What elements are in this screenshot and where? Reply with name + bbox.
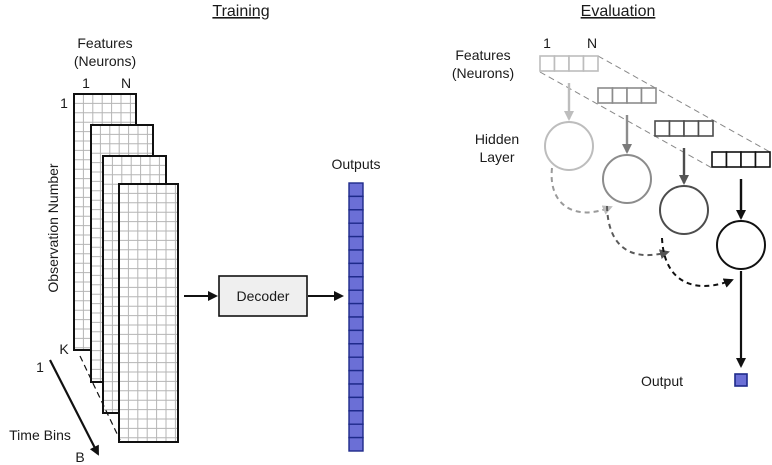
evaluation-features-sublabel: (Neurons)	[452, 65, 514, 81]
recurrent-arrow-2	[606, 205, 670, 259]
hidden-unit	[716, 220, 766, 270]
evaluation-feature-last: N	[587, 35, 597, 51]
evaluation-features-label: Features	[455, 47, 510, 63]
time-bin-first: 1	[36, 359, 44, 375]
outputs-column	[348, 182, 364, 452]
output-cell	[348, 289, 364, 305]
output-cell	[348, 209, 364, 224]
output-cell	[348, 262, 364, 278]
output-cell	[348, 410, 364, 425]
output-cell	[348, 396, 364, 412]
timestep-1	[539, 55, 599, 171]
outputs-label: Outputs	[331, 156, 380, 172]
hidden-layer-sublabel: Layer	[479, 149, 514, 165]
time-bin-last: B	[75, 449, 84, 465]
evaluation-guide-top	[597, 55, 771, 153]
output-cell	[348, 249, 364, 265]
hidden-unit	[602, 154, 652, 204]
evaluation-title: Evaluation	[581, 3, 656, 20]
decoder-label: Decoder	[237, 288, 290, 304]
output-cell	[348, 383, 364, 399]
time-bins-label: Time Bins	[9, 427, 71, 443]
recurrent-arrow-3	[661, 237, 734, 288]
training-features-label: Features	[77, 35, 132, 51]
output-cell	[348, 316, 364, 332]
time-bins-axis	[49, 359, 99, 456]
training-feature-last: N	[121, 75, 131, 91]
output-cell	[348, 369, 364, 385]
observation-axis-label: Observation Number	[45, 163, 61, 293]
output-cell	[348, 356, 364, 372]
output-cell	[348, 182, 364, 198]
output-cell	[348, 222, 364, 238]
hidden-layer-label: Hidden	[475, 131, 519, 147]
evaluation-timesteps	[539, 55, 771, 270]
output-cell	[348, 423, 364, 439]
output-cell	[348, 276, 364, 291]
output-cell	[348, 302, 364, 318]
timestep-3	[654, 120, 714, 235]
output-cell	[734, 373, 748, 387]
timestep-2	[597, 87, 657, 204]
training-matrix-stack	[73, 93, 179, 443]
timestep-4	[711, 151, 771, 270]
output-cell	[348, 436, 364, 452]
observation-first: 1	[60, 95, 68, 111]
training-title: Training	[212, 3, 269, 20]
output-cell	[348, 329, 364, 345]
recurrent-arrow-1	[550, 167, 613, 215]
training-feature-first: 1	[82, 75, 90, 91]
hidden-unit	[659, 185, 709, 235]
observation-last: K	[59, 341, 69, 357]
training-features-sublabel: (Neurons)	[74, 53, 136, 69]
feature-vector	[654, 120, 714, 137]
feature-vector	[539, 55, 599, 72]
output-cell	[348, 235, 364, 251]
evaluation-feature-first: 1	[543, 35, 551, 51]
feature-vector	[711, 151, 771, 168]
output-label: Output	[641, 373, 683, 389]
output-cell	[348, 343, 364, 358]
hidden-unit	[544, 121, 594, 171]
output-cell	[348, 195, 364, 211]
feature-vector	[597, 87, 657, 104]
decoder-box	[218, 275, 308, 317]
time-bins-guide	[79, 355, 121, 441]
observation-matrix-4	[118, 183, 179, 443]
